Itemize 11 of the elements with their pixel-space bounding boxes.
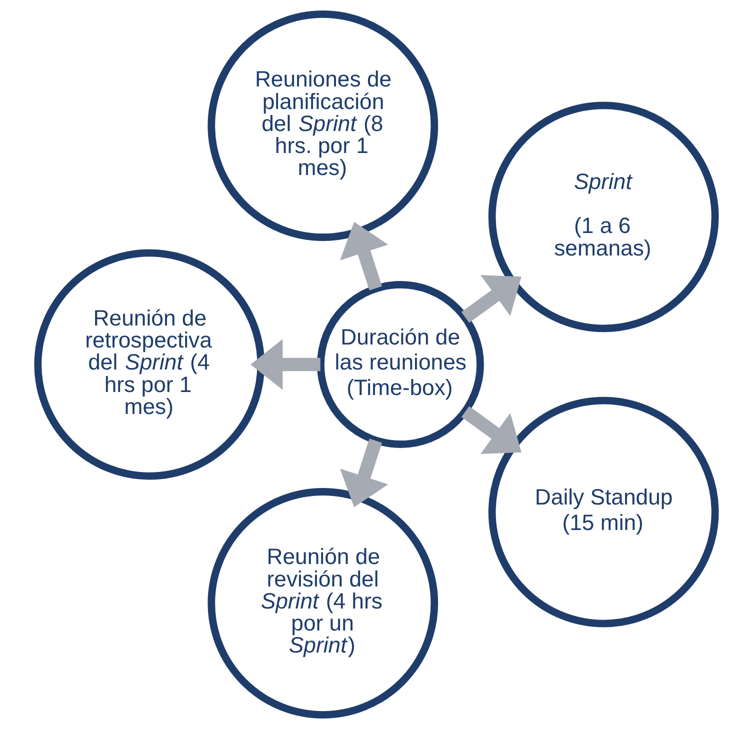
arrow: [460, 406, 521, 454]
node-circle: Sprint (1 a 6 semanas): [488, 102, 718, 332]
node-circle: Daily Standup (15 min): [488, 396, 718, 628]
node-circle: Reuniones de planificación del Sprint (8 hrs. por 1 mes): [207, 10, 438, 241]
arrow: [339, 222, 388, 290]
node-circle: Reunión de revisión del Sprint (4 hrs por un Sprint): [207, 488, 438, 718]
arrow: [460, 275, 521, 323]
node-circle: Reunión de retrospectiva del Sprint (4 hrs por 1 mes): [34, 249, 264, 480]
arrow: [250, 339, 320, 390]
arrow: [339, 438, 388, 508]
node-circle: Duración de las reuniones (Time-box): [316, 281, 484, 448]
